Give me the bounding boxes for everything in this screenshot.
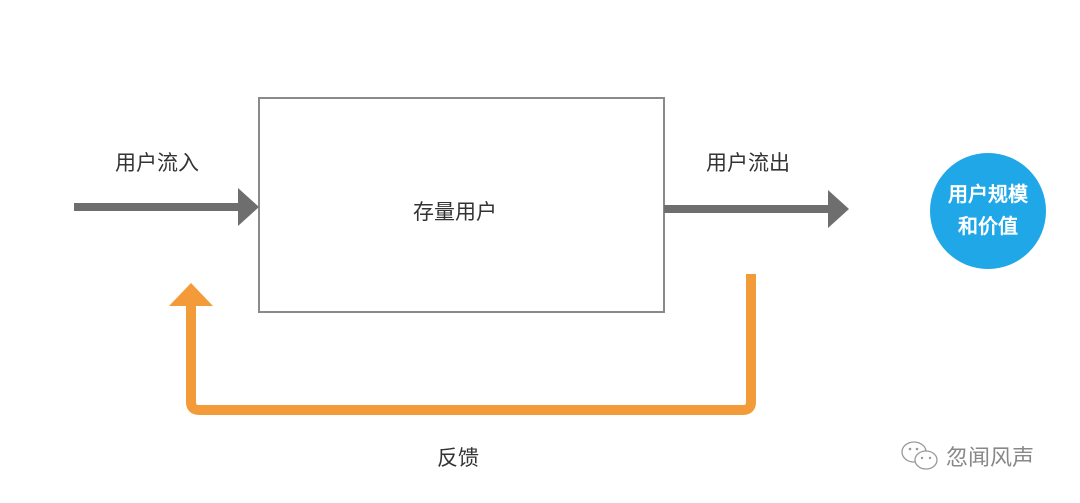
feedback-arrow (169, 274, 756, 415)
inflow-arrow (74, 188, 259, 226)
watermark-text: 忽闻风声 (946, 446, 1035, 471)
user-value-line1: 用户规模 (948, 182, 1028, 206)
stock-label: 存量用户 (413, 200, 497, 224)
user-value-text: 用户规模 和价值 (930, 178, 1046, 242)
outflow-label: 用户流出 (706, 151, 790, 175)
outflow-arrow (664, 190, 849, 228)
wechat-icon (901, 441, 938, 470)
watermark: 忽闻风声 (900, 440, 1034, 472)
feedback-label: 反馈 (437, 446, 479, 470)
inflow-label: 用户流入 (115, 151, 199, 175)
stock-box (258, 97, 665, 313)
user-value-line2: 和价值 (958, 214, 1018, 238)
user-value-circle (930, 153, 1046, 269)
